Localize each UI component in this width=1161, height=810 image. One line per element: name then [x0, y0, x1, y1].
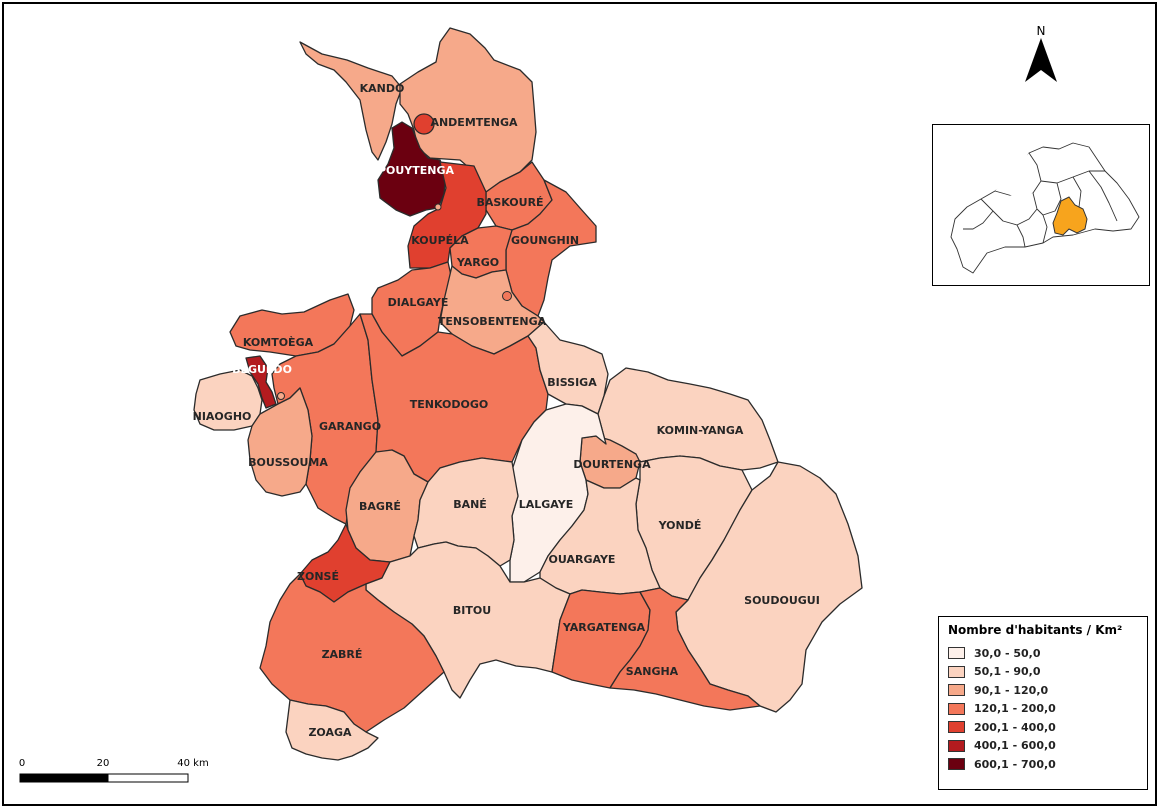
commune-label-komtoega: KOMTOÈGA — [243, 336, 314, 349]
commune-label-ouargaye: OUARGAYE — [549, 553, 616, 566]
commune-label-bitou: BITOU — [453, 604, 491, 617]
commune-zabre[interactable] — [259, 573, 445, 733]
burkina-faso-outline — [950, 142, 1140, 274]
legend-label: 30,0 - 50,0 — [974, 646, 1041, 660]
legend-label: 90,1 - 120,0 — [974, 683, 1049, 697]
commune-label-sangha: SANGHA — [626, 665, 679, 678]
commune-sangha[interactable] — [609, 587, 761, 711]
commune-label-soudougui: SOUDOUGUI — [744, 594, 820, 607]
commune-label-bagre: BAGRÉ — [359, 500, 401, 513]
commune-label-lalgaye: LALGAYE — [519, 498, 574, 511]
commune-label-andemtenga: ANDEMTENGA — [430, 116, 518, 129]
commune-label-garango: GARANGO — [319, 420, 381, 433]
legend-swatch — [948, 702, 965, 715]
commune-label-tensobentenga: TENSOBENTENGA — [438, 315, 547, 328]
legend-swatch — [948, 647, 965, 660]
commune-label-dourtenga: DOURTENGA — [573, 458, 651, 471]
commune-label-gounghin: GOUNGHIN — [511, 234, 579, 247]
legend-rows: 30,0 - 50,0 50,1 - 90,0 90,1 - 120,0 120… — [948, 644, 1138, 774]
legend-label: 400,1 - 600,0 — [974, 739, 1056, 753]
legend-swatch — [948, 721, 965, 734]
legend-label: 50,1 - 90,0 — [974, 665, 1041, 679]
commune-label-yargatenga: YARGATENGA — [562, 621, 646, 634]
commune-label-yonde: YONDÉ — [658, 519, 702, 532]
north-arrow-icon: N — [1025, 24, 1057, 82]
north-letter: N — [1037, 24, 1046, 38]
commune-kando[interactable] — [299, 41, 403, 161]
commune-zoaga[interactable] — [285, 699, 379, 761]
legend-swatch — [948, 739, 965, 752]
commune-label-zabre: ZABRÉ — [322, 648, 363, 661]
commune-label-kando: KANDO — [360, 82, 405, 95]
scale-bar: 0 20 40 km — [19, 758, 209, 783]
commune-beguedo[interactable] — [245, 355, 277, 409]
commune-labels: KANDO ANDEMTENGA POUYTENGA BASKOURÉ KOUPÉLA G… — [193, 82, 820, 739]
commune-label-tenkodogo: TENKODOGO — [410, 398, 488, 411]
legend-row: 30,0 - 50,0 — [948, 644, 1138, 663]
legend-label: 200,1 - 400,0 — [974, 720, 1056, 734]
legend-row: 120,1 - 200,0 — [948, 700, 1138, 719]
commune-label-bissiga: BISSIGA — [547, 376, 597, 389]
commune-label-komin-yanga: KOMIN-YANGA — [657, 424, 744, 437]
legend-row: 600,1 - 700,0 — [948, 755, 1138, 774]
commune-soudougui[interactable] — [675, 461, 863, 713]
inset-locator-map — [932, 124, 1150, 286]
commune-label-koupela: KOUPÉLA — [411, 234, 469, 247]
legend-label: 120,1 - 200,0 — [974, 702, 1056, 716]
commune-label-dialgaye: DIALGAYE — [388, 296, 449, 309]
commune-label-beguedo: BÉGUÉDO — [232, 363, 292, 376]
legend-row: 50,1 - 90,0 — [948, 663, 1138, 682]
commune-polygons — [193, 27, 863, 761]
scale-label-0: 0 — [19, 758, 25, 769]
commune-label-zoaga: ZOAGA — [308, 726, 352, 739]
town-circle-tensobentenga — [502, 291, 512, 301]
legend: Nombre d'habitants / Km² 30,0 - 50,0 50,… — [938, 616, 1148, 790]
legend-label: 600,1 - 700,0 — [974, 757, 1056, 771]
town-circle-garango — [277, 392, 285, 400]
commune-label-bane: BANÉ — [453, 498, 487, 511]
commune-label-yargo: YARGO — [456, 256, 499, 269]
commune-label-baskoure: BASKOURÉ — [476, 196, 543, 209]
legend-swatch — [948, 758, 965, 771]
town-circle-andemtenga — [413, 113, 435, 135]
legend-row: 90,1 - 120,0 — [948, 681, 1138, 700]
scale-label-40: 40 km — [177, 758, 208, 769]
legend-title: Nombre d'habitants / Km² — [948, 623, 1123, 637]
commune-label-pouytenga: POUYTENGA — [378, 164, 455, 177]
centre-east-region-highlight — [1052, 196, 1088, 236]
town-circle-koupela — [434, 203, 442, 211]
legend-swatch — [948, 665, 965, 678]
commune-label-boussouma: BOUSSOUMA — [248, 456, 328, 469]
commune-boussouma[interactable] — [247, 387, 313, 497]
legend-swatch — [948, 684, 965, 697]
commune-label-niaogho: NIAOGHO — [193, 410, 252, 423]
commune-label-zonse: ZONSÉ — [297, 570, 339, 583]
scale-label-20: 20 — [97, 758, 110, 769]
legend-row: 400,1 - 600,0 — [948, 737, 1138, 756]
legend-row: 200,1 - 400,0 — [948, 718, 1138, 737]
